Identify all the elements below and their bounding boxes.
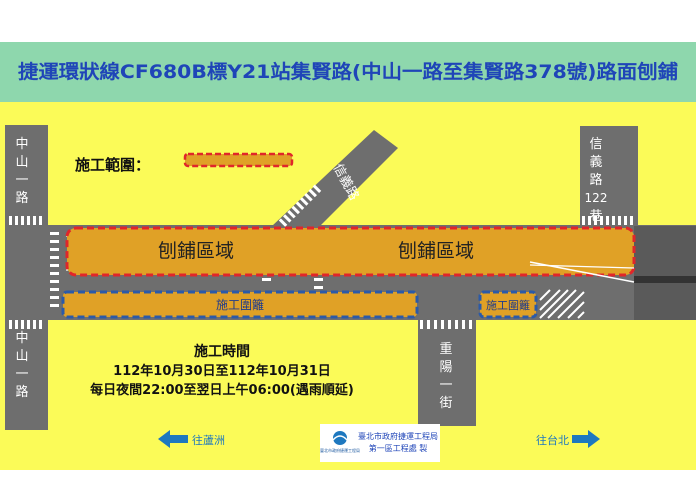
fence-label-left: 施工圍籬 <box>216 297 264 312</box>
road-label-char: 一 <box>15 173 28 188</box>
legend-swatch <box>183 152 294 168</box>
crosswalk-zhongshan-south <box>9 320 42 329</box>
milling-zones: 刨鋪區域 刨鋪區域 <box>65 226 636 283</box>
road-label-char: 義 <box>589 154 602 170</box>
crosswalk-zhongshan-north <box>9 216 42 225</box>
crosswalk-chongyang <box>420 320 472 329</box>
road-label-xinyi-122: 信 <box>589 137 602 152</box>
direction-right-label: 往台北 <box>536 433 569 447</box>
milling-label-left: 刨鋪區域 <box>158 240 234 262</box>
road-chongyang <box>418 318 476 426</box>
org-logo-text: 臺北市政府捷運工程局 <box>320 447 360 453</box>
header-band <box>0 42 696 102</box>
org-logo-icon <box>333 431 347 445</box>
schedule-hours: 每日夜間22:00至翌日上午06:00(遇雨順延) <box>90 382 354 398</box>
crosswalks <box>9 184 633 329</box>
road-label-char: 巷 <box>589 209 602 224</box>
page-title: 捷運環狀線CF680B標Y21站集賢路(中山一路至集賢路378號)路面刨鋪 <box>18 60 678 83</box>
road-label-char: 山 <box>15 349 28 364</box>
fence-zones: 施工圍籬 施工圍籬 <box>61 289 585 319</box>
road-label-char: 街 <box>439 396 452 411</box>
road-label-chongyang: 重 <box>439 341 452 357</box>
road-label-char: 路 <box>15 190 28 206</box>
org-logo-mark <box>332 435 348 441</box>
road-label-char: 路 <box>15 384 28 400</box>
road-label-char: 122 <box>585 191 608 205</box>
road-label-char: 一 <box>439 378 452 393</box>
road-label-zhongshan-bottom: 中 <box>15 331 28 346</box>
footer-org: 臺北市政府捷運工程局 臺北市政府捷運工程局 第一區工程處 製 <box>320 424 440 462</box>
hatched-zone <box>539 289 585 319</box>
crosswalk-xinyi-diagonal <box>278 184 322 227</box>
road-east-end <box>634 226 696 320</box>
org-line-1: 臺北市政府捷運工程局 <box>358 431 438 441</box>
milling-area <box>65 226 636 277</box>
road-label-char: 一 <box>15 367 28 382</box>
road-xinyi-122 <box>580 126 638 226</box>
road-label-char: 山 <box>15 155 28 170</box>
crosswalk-xinyi-122 <box>582 216 633 225</box>
fence-area-right <box>478 290 538 319</box>
arrow-right-icon <box>572 430 600 448</box>
schedule-heading: 施工時間 <box>194 343 250 360</box>
direction-left-label: 往蘆洲 <box>192 433 225 447</box>
arrow-left-icon <box>158 430 188 448</box>
crosswalk-west <box>50 232 59 307</box>
road-median <box>634 276 696 283</box>
direction-right: 往台北 <box>536 430 600 448</box>
bottom-margin <box>0 470 696 492</box>
road-label-char: 路 <box>589 172 602 188</box>
direction-left: 往蘆洲 <box>158 430 225 448</box>
road-label-char: 陽 <box>439 360 452 375</box>
legend-label: 施工範圍： <box>75 156 150 174</box>
fence-area-left <box>61 290 419 319</box>
road-label-zhongshan-top: 中 <box>15 137 28 152</box>
schedule-dates: 112年10月30日至112年10月31日 <box>113 363 331 379</box>
road-zhongshan <box>5 125 48 430</box>
fence-label-right: 施工圍籬 <box>486 298 530 312</box>
milling-label-right: 刨鋪區域 <box>398 240 474 262</box>
legend: 施工範圍： <box>75 152 294 174</box>
org-line-2: 第一區工程處 製 <box>369 443 428 453</box>
taper-line <box>529 264 635 269</box>
schedule: 施工時間 112年10月30日至112年10月31日 每日夜間22:00至翌日上… <box>90 343 354 398</box>
